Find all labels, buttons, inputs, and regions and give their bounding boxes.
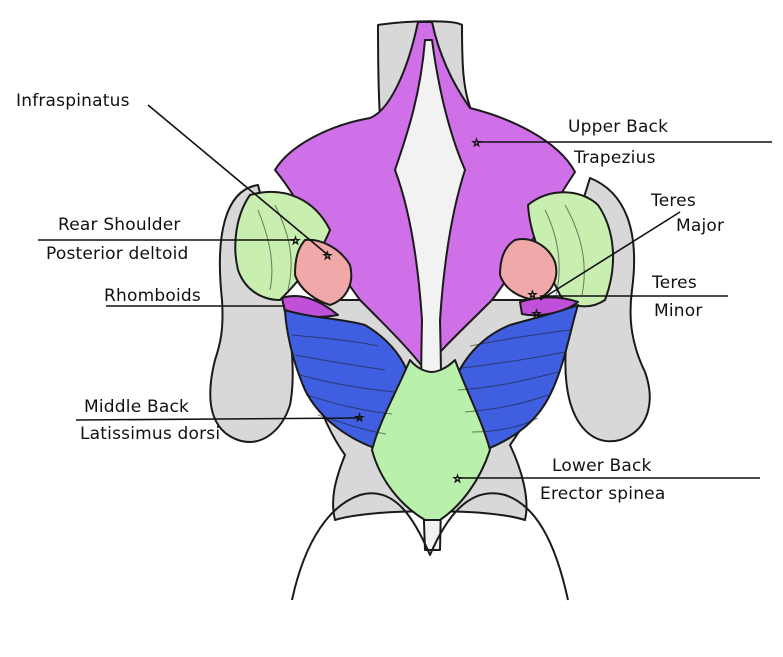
left-infraspinatus (294, 238, 353, 306)
erector-spinae (371, 359, 491, 521)
label-infraspinatus: Infraspinatus (16, 91, 130, 111)
star-marker: ☆ (323, 251, 332, 262)
label-teres-major-1: Teres (651, 191, 696, 211)
star-marker: ☆ (528, 290, 537, 301)
label-posterior-deltoid: Posterior deltoid (46, 244, 189, 264)
leader-lines (38, 104, 772, 479)
star-marker: ☆ (472, 138, 481, 149)
label-teres-minor-2: Minor (654, 301, 703, 321)
label-teres-major-2: Major (676, 216, 725, 236)
label-rear-shoulder: Rear Shoulder (58, 215, 181, 235)
label-rhomboids: Rhomboids (104, 286, 201, 306)
label-upper-back: Upper Back (568, 117, 669, 137)
teres-major-leader (539, 211, 681, 301)
label-middle-back: Middle Back (84, 397, 190, 417)
right-teres-minor (519, 296, 579, 317)
label-trapezius: Trapezius (574, 148, 656, 168)
star-markers: ☆ ☆ ☆ ☆ ☆ ☆ ☆ (291, 138, 542, 486)
infraspinatus-leader (147, 104, 329, 256)
star-marker: ☆ (453, 474, 462, 485)
label-lower-back: Lower Back (552, 456, 652, 476)
star-marker: ☆ (355, 413, 364, 424)
star-marker: ☆ (291, 236, 300, 247)
left-deltoid (234, 190, 331, 301)
middle-back-leader (75, 417, 361, 421)
muscle-fibers (257, 204, 585, 435)
pelvis-outline (291, 492, 569, 601)
label-teres-minor-1: Teres (652, 273, 697, 293)
spine-strip (394, 39, 466, 551)
star-marker: ☆ (532, 309, 541, 320)
label-latissimus-dorsi: Latissimus dorsi (80, 424, 221, 444)
label-erector-spinea: Erector spinea (540, 484, 666, 504)
